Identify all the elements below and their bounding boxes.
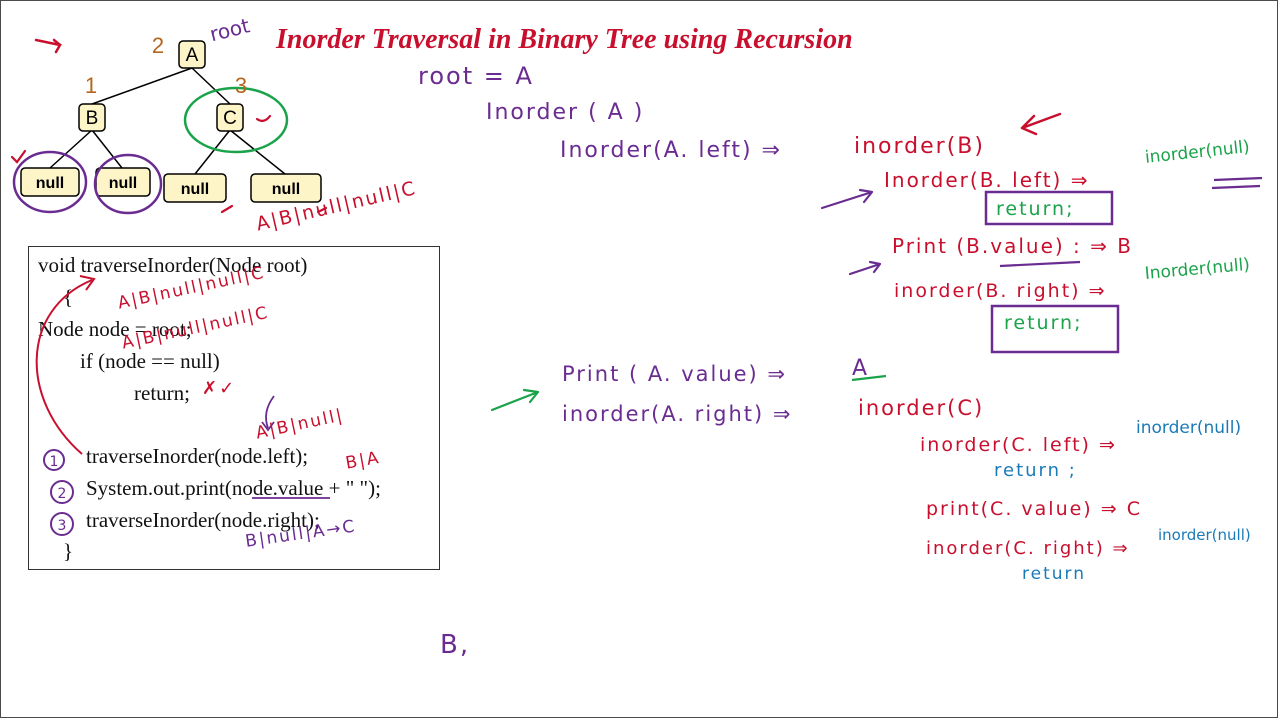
tree-node-c [216,103,244,132]
binary-tree-diagram: A B C null null null null 2 1 3 root [10,13,328,215]
order-number-c: 3 [235,73,247,98]
code-line-8: traverseInorder(node.right); [86,508,320,532]
trace-a-left: Inorder(A. left) ⇒ [560,138,782,163]
trace-print-a: Print ( A. value) ⇒ [562,362,788,386]
circle-null-1 [12,150,88,214]
return-arrow [261,395,275,432]
edge-b-null1 [49,129,93,169]
trace-root-eq: root = A [418,62,534,90]
order-number-a: 2 [152,33,164,58]
code-line-2: { [63,285,74,309]
check-x-mark: ✗✓ [202,378,237,399]
trace-return-3: return ; [994,460,1077,481]
trace-c-right-call: inorder(null) [1158,526,1251,544]
trace-print-a-result: A [852,356,870,381]
output-text: B, [440,630,471,660]
trace-print-b: Print (B.value) : ⇒ B [892,234,1133,258]
recursion-arrow-head-icon [79,275,96,291]
arrow-annotation-icon [34,38,62,54]
null-node-3-label: null [181,181,209,198]
return-box-2 [990,304,1120,354]
dash-mark-2 [316,206,328,214]
code-line-5: return; [134,381,190,405]
edge-c-null4 [229,129,286,175]
edge-c-null3 [194,129,231,175]
step-marker-2-label: 2 [58,486,67,502]
dash-mark-1 [220,204,234,214]
double-line-mark [1211,176,1263,190]
circle-node-c [183,86,289,154]
tree-node-a-label: A [186,45,199,66]
trace-return-2: return; [1004,312,1083,334]
recursion-arrow [35,279,93,455]
underline-a-result [851,374,887,382]
trace-print-c: print(C. value) ⇒ C [926,498,1142,520]
tree-node-b-label: B [86,108,99,129]
check-mark-icon [10,149,27,164]
trace-a-right: inorder(A. right) ⇒ [562,402,793,426]
step-marker-1 [43,449,65,471]
code-annotations: 1 2 3 [35,275,330,536]
circle-null-2 [93,153,163,215]
tree-node-c-label: C [223,108,237,129]
trace-c-left: inorder(C. left) ⇒ [920,434,1117,456]
code-box: void traverseInorder(Node root) { Node n… [28,246,440,570]
null-node-1 [20,167,80,197]
edge-a-b [91,67,193,105]
null-node-1-label: null [36,175,64,192]
underline-b-value [999,260,1081,268]
step-marker-3 [50,512,74,536]
code-line-7: System.out.print(node.value + " "); [86,476,381,500]
null-node-4 [250,173,322,203]
code-line-4: if (node == null) [80,349,220,373]
check-mark-c-icon [255,114,272,123]
step-marker-1-label: 1 [50,454,59,470]
tree-node-b [78,103,106,132]
null-node-2-label: null [109,175,137,192]
trace-inorder-a: Inorder ( A ) [486,100,645,125]
null-node-4-label: null [272,181,300,198]
code-line-1: void traverseInorder(Node root) [38,253,308,277]
edge-a-c [191,67,231,105]
slide-title: Inorder Traversal in Binary Tree using R… [276,24,853,55]
trace-a-right-call: inorder(C) [858,396,985,420]
code-line-9: } [63,539,74,563]
step-marker-3-label: 3 [58,518,67,534]
red-arrow-icon [1020,112,1062,136]
code-line-3: Node node = root; [38,317,192,341]
trace-b-left: Inorder(B. left) ⇒ [884,168,1090,192]
code-line-6: traverseInorder(node.left); [86,444,309,468]
green-arrow-icon [490,388,540,412]
trace-return-4: return [1022,564,1086,584]
trace-b-right: inorder(B. right) ⇒ [894,280,1107,302]
step-marker-2 [50,480,74,504]
order-number-b: 1 [85,73,97,98]
trace-c-right: inorder(C. right) ⇒ [926,538,1130,559]
tree-node-a [178,40,206,69]
purple-arrow-2-icon [848,260,882,276]
trace-c-left-call: inorder(null) [1136,418,1242,438]
trace-return-1: return; [996,198,1075,220]
trace-a-left-call: inorder(B) [854,134,985,159]
edge-b-null2 [91,129,123,169]
null-node-3 [163,173,227,203]
return-box-1 [984,190,1114,226]
purple-arrow-1-icon [820,188,874,210]
